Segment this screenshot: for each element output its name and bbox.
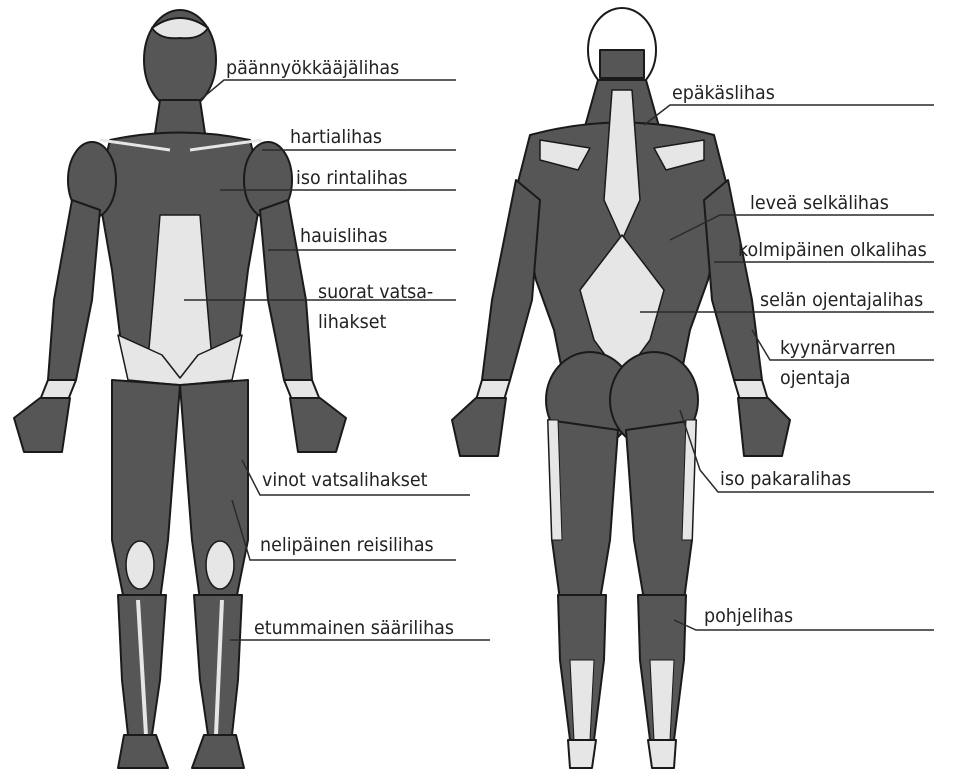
label-epakaslihas: epäkäslihas [672,83,775,103]
label-hauislihas: hauislihas [300,226,387,246]
label-hartialihas: hartialihas [290,127,382,147]
leader-paannyokkaajalihas [200,80,456,100]
back-body-figure [452,8,790,768]
front-body-figure [14,10,346,768]
label-iso-rintalihas: iso rintalihas [296,168,408,188]
label-selan-ojentajalihas: selän ojentajalihas [760,290,923,310]
label-pohjelihas: pohjelihas [704,606,793,626]
label-suorat-vatsa-line2: lihakset [318,312,386,332]
label-kyynarvarren-line2: ojentaja [780,368,851,388]
leader-epakaslihas [644,105,934,125]
label-kyynarvarren-line1: kyynärvarren [780,338,896,358]
label-iso-pakaralihas: iso pakaralihas [720,469,851,489]
label-levea-selkalihas: leveä selkälihas [750,193,889,213]
label-etummainen-saarilihas: etummainen säärilihas [254,618,454,638]
label-suorat-vatsa-line1: suorat vatsa- [318,282,433,302]
label-nelipainen-reisilihas: nelipäinen reisilihas [260,535,434,555]
label-vinot-vatsalihakset: vinot vatsalihakset [262,470,427,490]
label-kolmipainen-olkalihas: kolmipäinen olkalihas [738,240,927,260]
label-paannyokkaajalihas: päännyökkääjälihas [226,58,399,78]
